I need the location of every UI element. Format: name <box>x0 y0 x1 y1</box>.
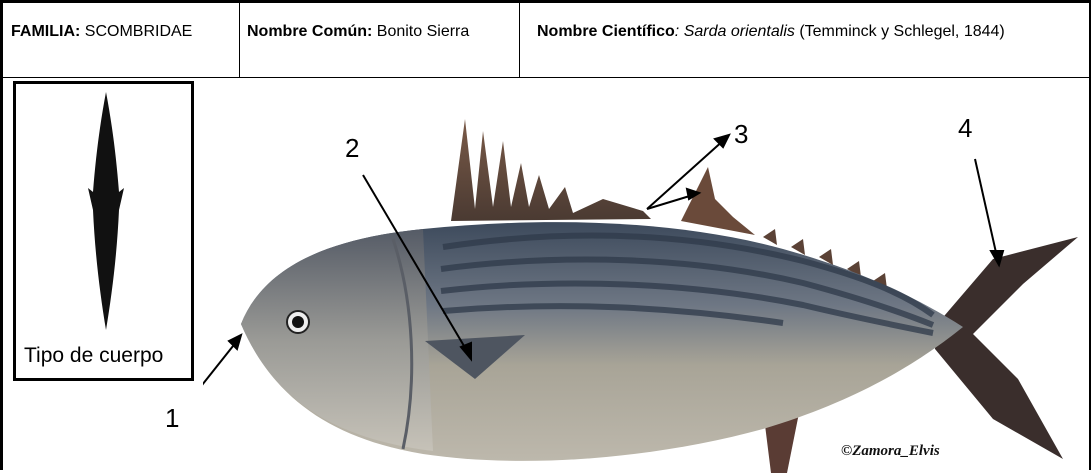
header-divider <box>519 3 520 77</box>
second-dorsal-fin <box>681 167 755 235</box>
nombre-cientifico-label: Nombre Científico <box>537 23 675 40</box>
callout-number: 1 <box>165 403 179 434</box>
body-type-box: Tipo de cuerpo <box>13 81 194 381</box>
familia-label: FAMILIA: <box>11 23 80 40</box>
nombre-cientifico-sep: : <box>675 23 679 40</box>
nombre-comun-value: Bonito Sierra <box>377 23 470 40</box>
header-divider <box>239 3 240 77</box>
first-dorsal-fin <box>451 119 651 221</box>
header-bar: FAMILIA: SCOMBRIDAE Nombre Común: Bonito… <box>3 3 1089 78</box>
callout-number: 2 <box>345 133 359 164</box>
fish-illustration <box>203 79 1088 473</box>
caudal-fin <box>933 237 1078 459</box>
nombre-cientifico-value: Sarda orientalis <box>684 23 795 40</box>
callout-number: 3 <box>734 119 748 150</box>
familia-cell: FAMILIA: SCOMBRIDAE <box>11 3 239 77</box>
nombre-comun-cell: Nombre Común: Bonito Sierra <box>247 3 517 77</box>
familia-value: SCOMBRIDAE <box>85 23 193 40</box>
photo-credit: ©Zamora_Elvis <box>841 443 940 460</box>
nombre-comun-label: Nombre Común: <box>247 23 372 40</box>
body-type-label: Tipo de cuerpo <box>24 344 163 368</box>
eye <box>287 311 309 333</box>
nombre-cientifico-cell: Nombre Científico: Sarda orientalis (Tem… <box>537 3 1087 77</box>
nombre-cientifico-autor: (Temminck y Schlegel, 1844) <box>799 23 1004 40</box>
fusiform-body-shape-icon <box>16 84 191 334</box>
callout-number: 4 <box>958 113 972 144</box>
